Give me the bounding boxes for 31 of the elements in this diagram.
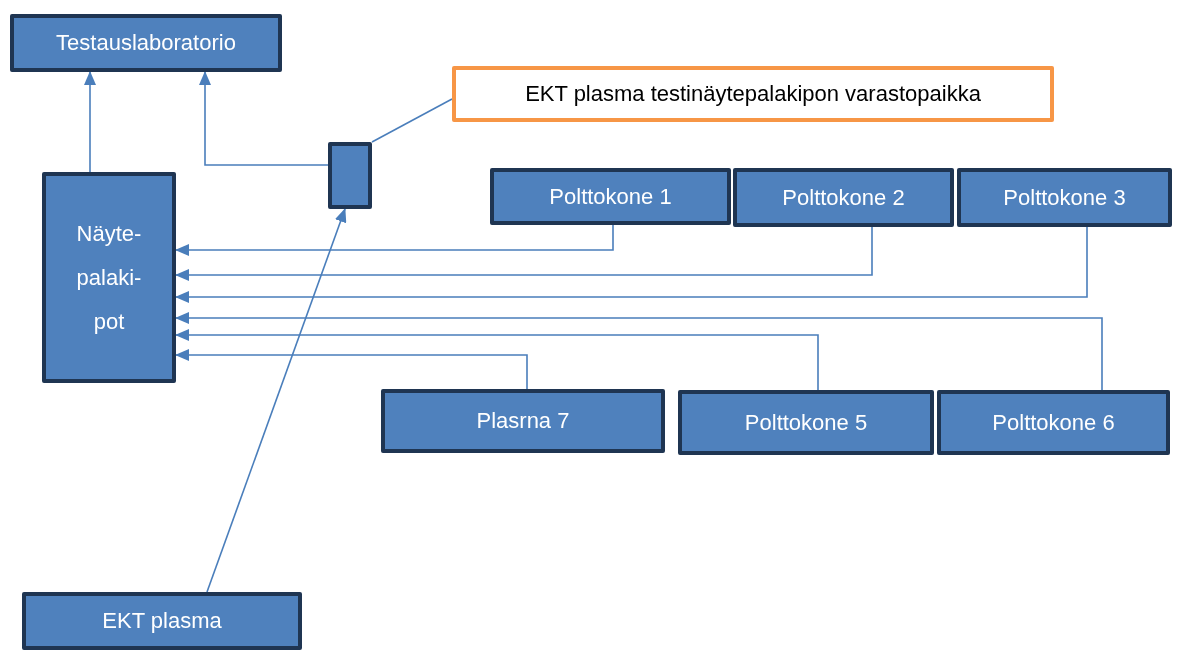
arrow — [175, 349, 528, 390]
arrow — [84, 71, 96, 173]
note-box — [452, 66, 1054, 122]
node-label: Polttokone 5 — [744, 409, 868, 436]
arrow — [175, 312, 1103, 391]
process-box — [490, 168, 731, 225]
arrow — [175, 224, 614, 256]
process-box — [381, 389, 665, 453]
process-box — [42, 172, 176, 383]
process-box — [22, 592, 302, 650]
process-box — [10, 14, 282, 72]
empty-box — [328, 142, 372, 209]
process-box — [937, 390, 1170, 455]
node-label: Polttokone 1 — [549, 183, 672, 210]
node-label: Plasrna 7 — [476, 408, 570, 434]
node-label: Polttokone 6 — [992, 409, 1115, 436]
node-label: EKT plasma — [102, 608, 222, 634]
node-label: Näyte- palaki- pot — [75, 219, 143, 336]
node-label: Polttokone 3 — [1003, 184, 1126, 211]
process-box — [733, 168, 954, 227]
arrow — [175, 226, 1088, 303]
arrow — [206, 208, 347, 593]
arrow — [175, 329, 819, 391]
node-label: EKT plasma testinäytepalakipon varastopaikka — [525, 81, 981, 107]
process-box — [678, 390, 934, 455]
leader-line — [371, 98, 453, 143]
arrow — [175, 226, 873, 281]
node-label: Polttokone 2 — [782, 184, 905, 211]
node-label: Testauslaboratorio — [56, 30, 236, 56]
process-box — [957, 168, 1172, 227]
arrow — [199, 71, 329, 166]
